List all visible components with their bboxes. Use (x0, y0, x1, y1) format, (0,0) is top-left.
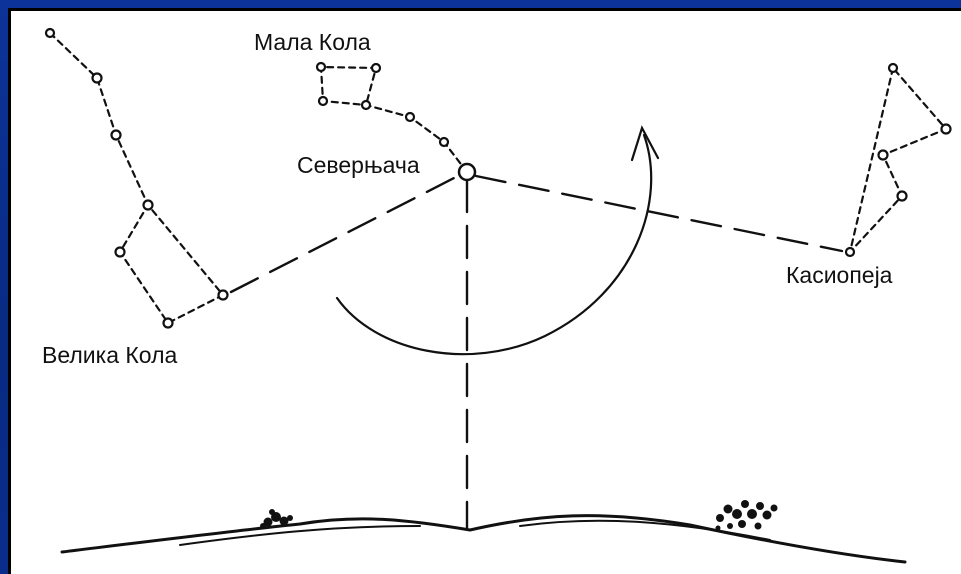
little-dipper-stars (315, 61, 450, 148)
big-dipper-stars (44, 27, 229, 329)
cassiopeia-label: Касиопеја (786, 262, 893, 288)
cassiopeia-stars (844, 62, 952, 258)
little-dipper-label: Мала Кола (254, 29, 371, 55)
polaris-star (457, 162, 477, 182)
bush-right (715, 500, 778, 531)
rotation-arrowhead (630, 125, 660, 162)
rotation-arc (335, 133, 653, 356)
bush-left (260, 509, 293, 529)
big-dipper-label: Велика Кола (42, 342, 178, 368)
cassiopeia-constellation (847, 66, 948, 256)
polaris-label: Северњача (297, 152, 420, 178)
big-dipper-constellation (48, 31, 225, 325)
pointer-lines (229, 174, 844, 294)
diagram-panel (8, 8, 961, 574)
horizon-shade (179, 519, 771, 546)
little-dipper-constellation (319, 65, 469, 174)
horizon-line (60, 514, 907, 564)
